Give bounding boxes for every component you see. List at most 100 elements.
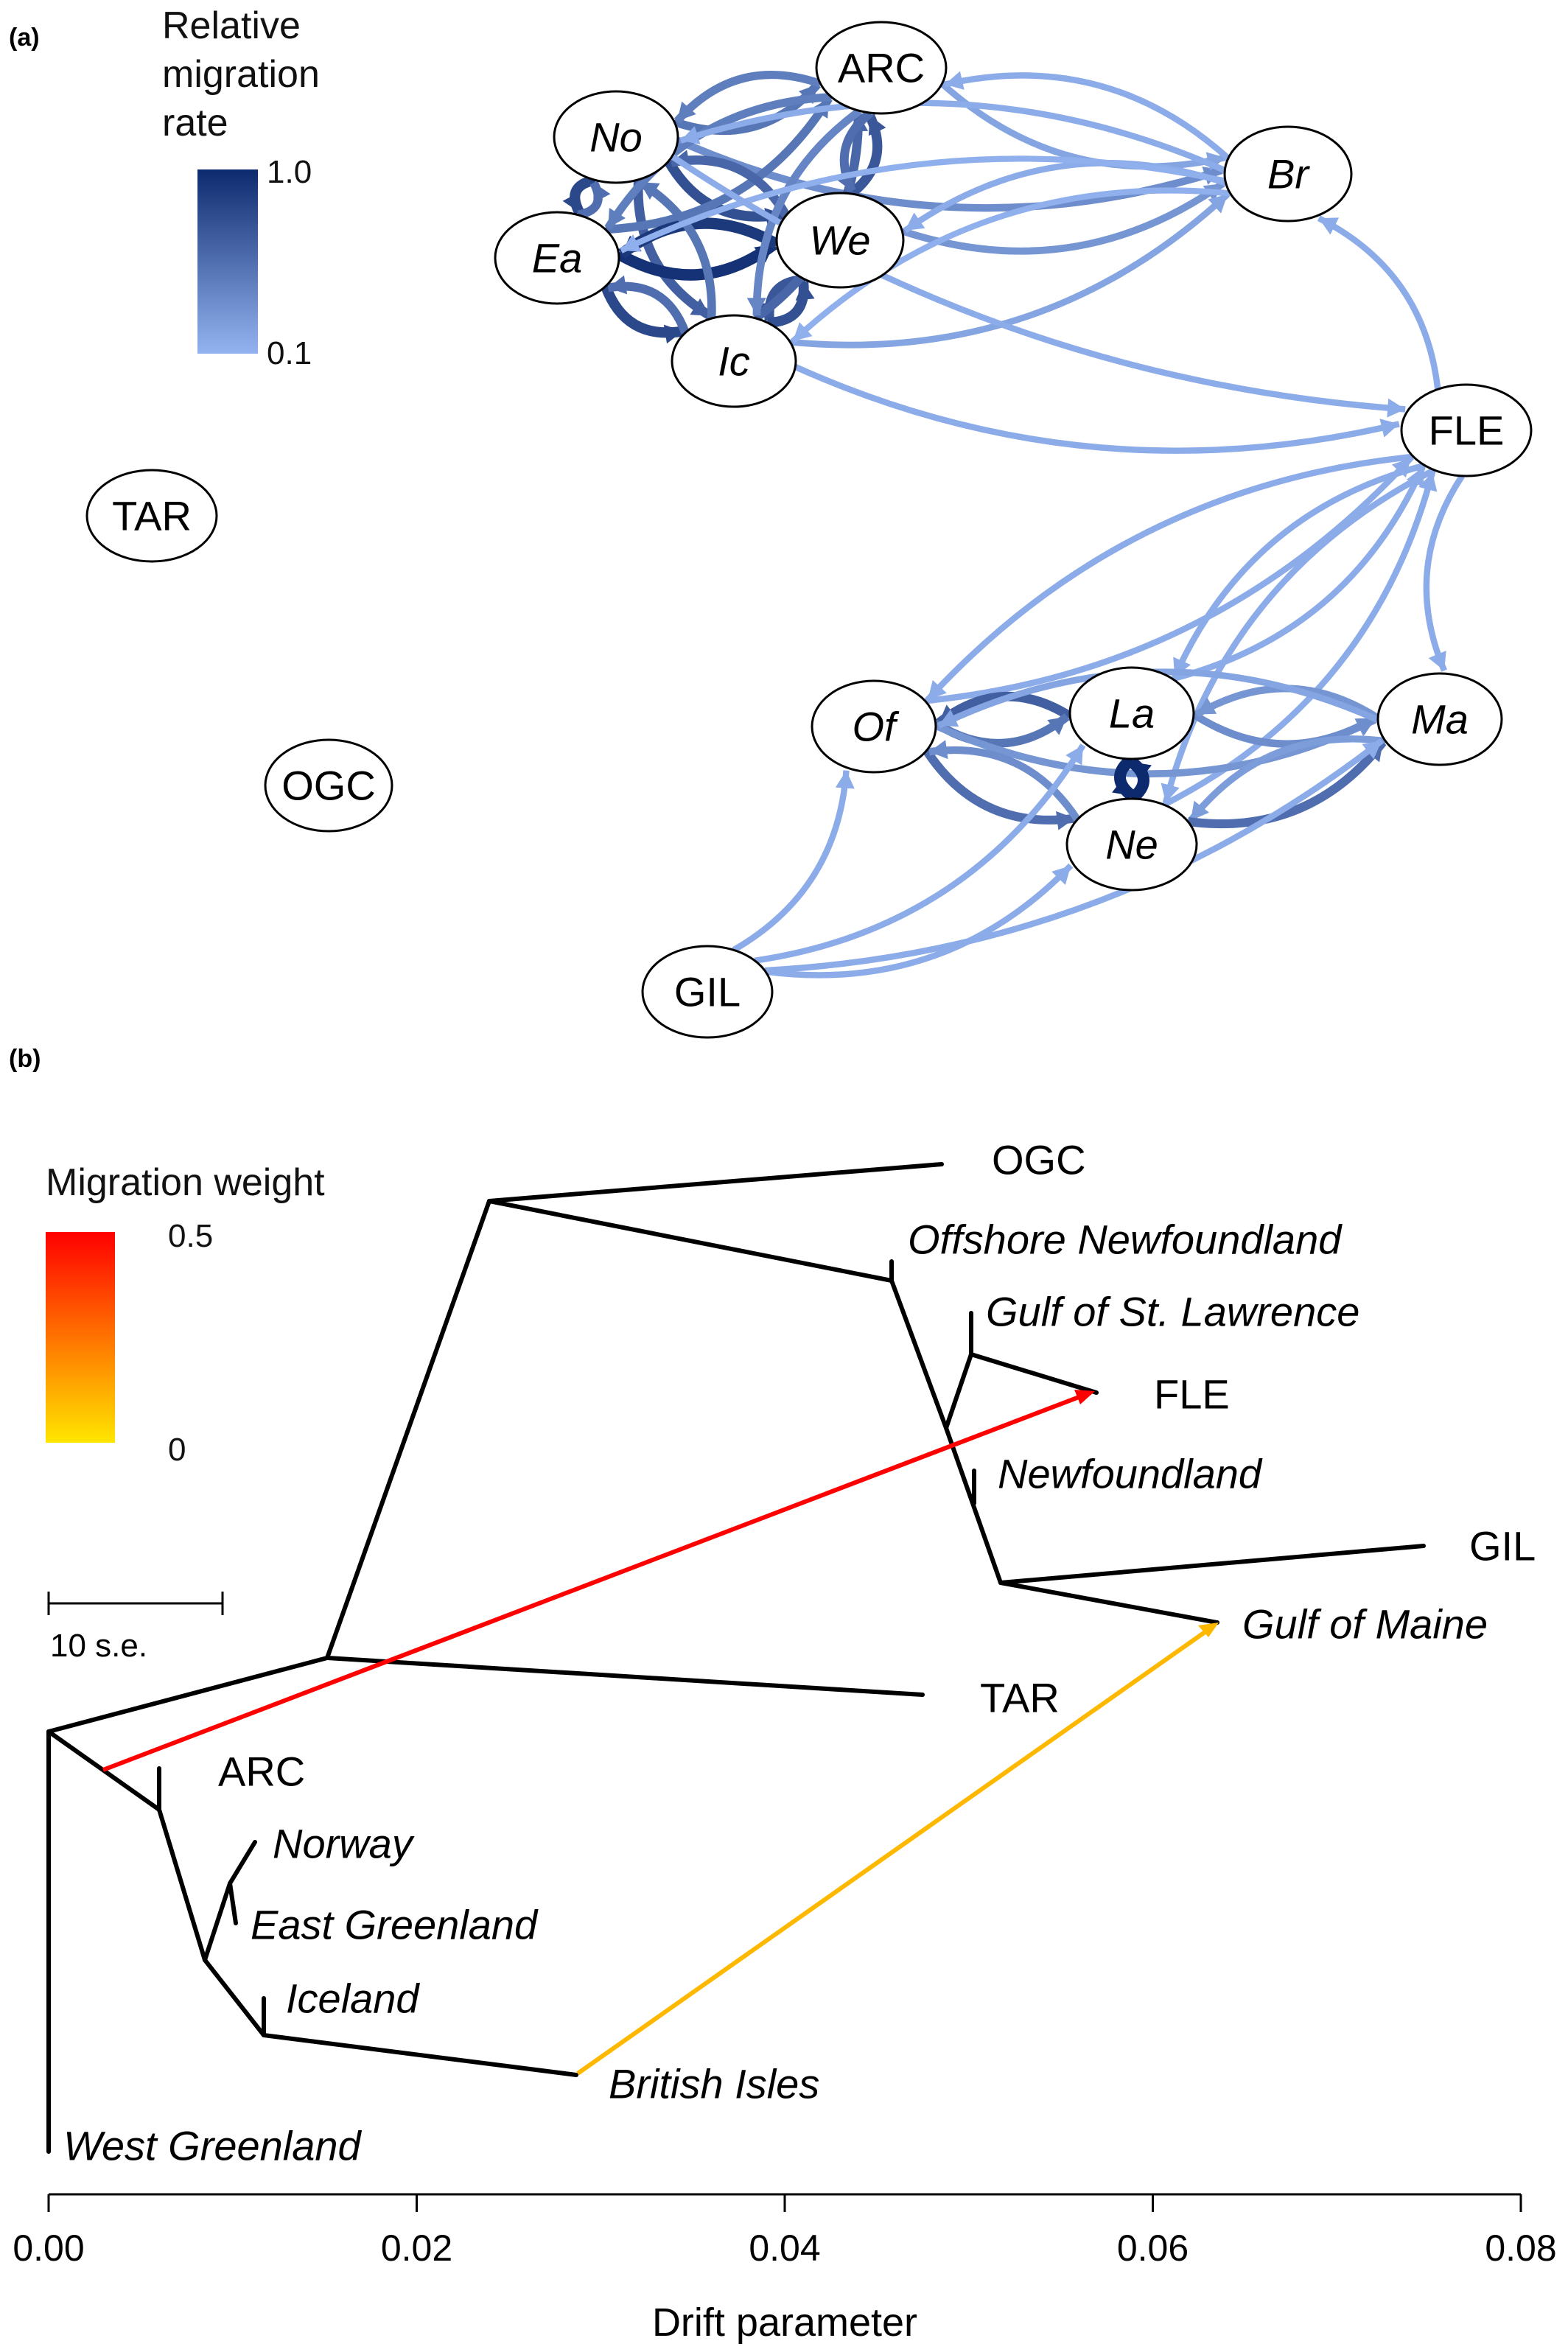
- migration-edge-ARC-to-Br: [939, 81, 1226, 170]
- migration-weight-legend: Migration weight 0.5 0: [46, 1161, 325, 1468]
- migration-rate-legend: Relative migration rate 1.0 0.1: [162, 4, 320, 371]
- migration-arrowhead-Ma-to-Of: [938, 709, 959, 727]
- migration-edge-Ne-to-Ma: [1187, 739, 1387, 828]
- migration-edge-Br-to-Ic: [791, 187, 1231, 343]
- migration-edge-ARC-to-No: [673, 71, 822, 125]
- migration-edge-FLE-to-Of: [925, 453, 1414, 702]
- migration-edge-Br-to-Ea: [620, 155, 1226, 253]
- migration-edge-Br-to-No: [679, 99, 1226, 174]
- migration-edge-GIL-to-Of: [732, 770, 850, 953]
- migration-weight-title: Migration weight: [46, 1161, 325, 1204]
- node-label-fle: FLE: [1429, 407, 1505, 454]
- node-circle-tar: [85, 469, 218, 563]
- node-label-tar: TAR: [112, 493, 192, 539]
- migration-arrowhead-FLE-to-Ma: [1428, 650, 1446, 671]
- axis-title: Drift parameter: [652, 2300, 917, 2345]
- migration-edge-FLE-to-Ne: [1162, 467, 1436, 804]
- migration-arrowhead-Ea-to-No: [593, 182, 611, 203]
- migration-arrowhead-Ma-to-La: [1196, 697, 1217, 715]
- tip-label-gil: GIL: [1469, 1523, 1536, 1569]
- migration-edge-No-to-Ic: [633, 179, 713, 321]
- node-circle-ic: [671, 314, 797, 408]
- tip-label-newfoundland: Newfoundland: [998, 1451, 1263, 1497]
- migration-edge-Ic-to-No: [637, 178, 716, 319]
- migration-arrowhead-Of-to-FLE: [1391, 458, 1411, 478]
- migration-arrowhead-Br-to-No: [680, 126, 701, 144]
- migration-edge-Of-to-Ne: [923, 748, 1076, 825]
- migration-edge-Of-to-FLE: [925, 455, 1413, 704]
- node-ea: Ea: [494, 211, 620, 305]
- panel-a: (a) Relative migration rate 1.0 0.1 ARC N…: [9, 4, 1533, 1039]
- migration-arrowhead-british-isles-to-gulf-of-maine: [1198, 1623, 1219, 1637]
- legend-max-label: 1.0: [267, 154, 312, 190]
- migration-arrowhead-ARC-to-Ea: [608, 208, 626, 228]
- migration-arrowhead-Br-to-We: [905, 212, 925, 231]
- node-circle-gil: [641, 945, 774, 1039]
- node-ne: Ne: [1065, 797, 1198, 892]
- node-gil: GIL: [641, 945, 774, 1039]
- node-circle-arc: [815, 21, 948, 115]
- migration-arrowhead-Ea-to-Ic: [663, 324, 683, 344]
- scale-bar: 10 s.e.: [47, 1592, 224, 1664]
- node-label-no: No: [589, 114, 643, 161]
- tip-label-arc: ARC: [218, 1749, 305, 1795]
- tip-label-british-isles: British Isles: [609, 2061, 819, 2107]
- axis-tick-label: 0.04: [749, 2227, 820, 2269]
- migration-edge-No-to-FLE: [670, 153, 1406, 413]
- node-br: Br: [1223, 125, 1353, 223]
- tree-tip-labels: OGC Offshore Newfoundland Gulf of St. La…: [63, 1137, 1536, 2169]
- node-arc: ARC: [815, 21, 948, 115]
- migration-arrowhead-GIL-to-Ne: [1051, 865, 1071, 885]
- node-label-ma: Ma: [1411, 696, 1469, 743]
- migration-arrowhead-Of-to-La: [1047, 716, 1068, 735]
- migration-edge-GIL-to-Ne: [765, 863, 1074, 979]
- migration-edge-La-to-FLE: [1172, 466, 1426, 682]
- migration-arrowhead-No-to-FLE: [1387, 398, 1406, 418]
- tip-label-tar: TAR: [980, 1675, 1060, 1721]
- migration-arrowhead-Ic-to-Br: [1208, 194, 1228, 214]
- node-circle-la: [1068, 666, 1195, 760]
- scale-bar-label: 10 s.e.: [50, 1628, 147, 1664]
- migration-arrowhead-We-to-ARC: [868, 116, 886, 136]
- node-circle-ma: [1376, 672, 1503, 766]
- tip-label-west-greenland: West Greenland: [63, 2123, 362, 2169]
- migration-edge-GIL-to-Ma: [764, 738, 1384, 974]
- node-circle-ogc: [264, 738, 393, 833]
- node-ic: Ic: [671, 314, 797, 408]
- tree-branches: [46, 1162, 1426, 2154]
- axis-tick-label: 0.00: [13, 2227, 84, 2269]
- tip-label-offshore-newfoundland: Offshore Newfoundland: [908, 1217, 1343, 1263]
- panel-a-label: (a): [9, 24, 40, 52]
- migration-arrowhead-Ne-to-Of: [929, 740, 948, 760]
- migration-edge-Ea-to-We: [615, 239, 777, 281]
- migration-edge-Ne-to-FLE: [1162, 471, 1436, 808]
- panel-b: (b) Migration weight 0.5 0 10 s.e.: [9, 1045, 1557, 2345]
- node-circle-ea: [494, 211, 620, 305]
- node-label-ogc: OGC: [281, 763, 376, 809]
- migration-arrowhead-No-to-Ea: [562, 192, 580, 213]
- node-circle-we: [775, 192, 905, 289]
- migration-arrowhead-GIL-to-La: [1065, 745, 1083, 766]
- legend-min-label: 0.1: [267, 335, 312, 371]
- migration-arrowhead-FLE-to-Ne: [1161, 783, 1180, 803]
- migration-arrowhead-Ic-to-Ea: [608, 275, 628, 295]
- migration-arrowhead-GIL-to-Of: [835, 770, 855, 789]
- migration-edge-ARC-to-Ic: [752, 108, 862, 316]
- node-label-ne: Ne: [1105, 822, 1158, 868]
- tip-label-fle: FLE: [1154, 1371, 1230, 1418]
- migration-edge-Ic-to-Br: [789, 192, 1230, 349]
- migration-edge-La-to-Ma: [1191, 711, 1377, 748]
- migration-arrowhead-Ic-to-No: [640, 182, 660, 200]
- node-ogc: OGC: [264, 738, 393, 833]
- node-we: We: [775, 192, 905, 289]
- legend-title-line-2: migration: [162, 53, 320, 96]
- migration-edge-Br-to-ARC: [944, 72, 1231, 161]
- migration-edge-Ma-to-Ne: [1188, 735, 1387, 823]
- node-circle-no: [553, 90, 679, 184]
- migration-arrowhead-Ne-to-FLE: [1418, 472, 1438, 492]
- migration-arrowhead-GIL-to-Ma: [1362, 741, 1382, 760]
- node-label-gil: GIL: [674, 969, 741, 1015]
- node-la: La: [1068, 666, 1195, 760]
- tip-label-gulf-of-st-lawrence: Gulf of St. Lawrence: [986, 1289, 1359, 1335]
